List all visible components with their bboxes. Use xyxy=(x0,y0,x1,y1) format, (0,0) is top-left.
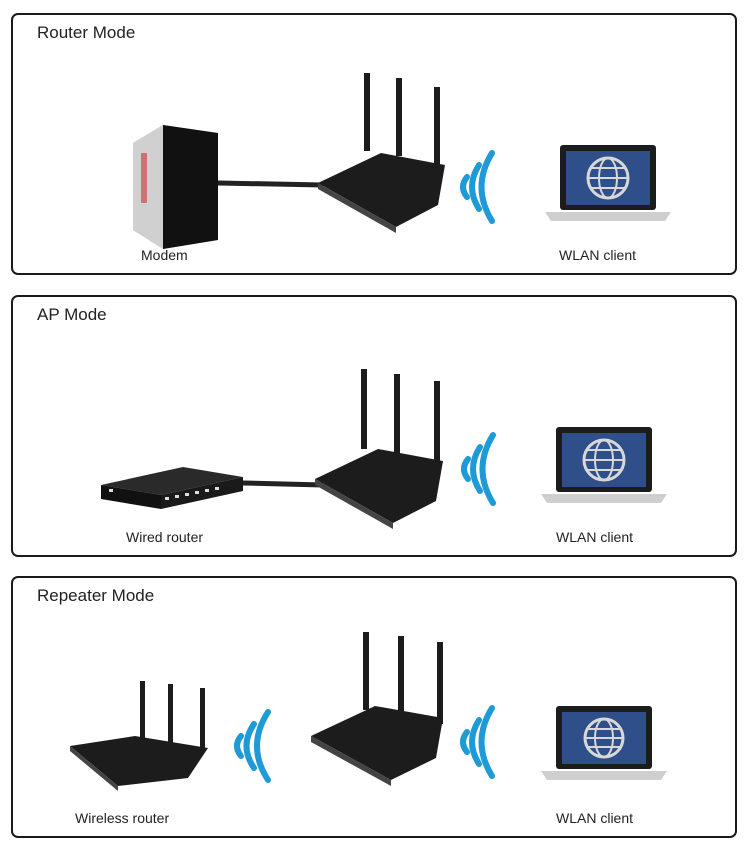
ap-mode-diagram xyxy=(101,369,667,529)
wifi-signal-icon xyxy=(460,705,495,779)
router-icon xyxy=(315,369,443,529)
repeater-mode-diagram xyxy=(70,632,667,791)
router-icon xyxy=(318,73,445,233)
wireless-router-label: Wireless router xyxy=(75,810,170,826)
router-mode-panel: Router Mode xyxy=(11,13,737,275)
panel-title: AP Mode xyxy=(37,305,107,324)
wlan-client-label: WLAN client xyxy=(556,529,634,545)
panel-title: Router Mode xyxy=(37,23,136,42)
router-icon xyxy=(311,632,443,786)
wlan-client-label: WLAN client xyxy=(559,247,637,263)
laptop-icon xyxy=(541,706,667,780)
wireless-router-icon xyxy=(70,681,208,791)
wired-router-label: Wired router xyxy=(126,529,204,545)
repeater-mode-panel: Repeater Mode xyxy=(11,576,737,838)
ethernet-cable xyxy=(217,180,324,188)
wlan-client-label: WLAN client xyxy=(556,810,634,826)
wifi-signal-icon xyxy=(234,709,271,783)
wifi-signal-icon xyxy=(461,432,496,506)
wired-router-icon xyxy=(101,467,243,509)
panel-title: Repeater Mode xyxy=(37,586,155,605)
wifi-signal-icon xyxy=(460,150,495,224)
laptop-icon xyxy=(545,145,671,221)
ethernet-cable xyxy=(242,480,324,488)
laptop-icon xyxy=(541,427,667,503)
modem-icon xyxy=(133,125,218,249)
modem-label: Modem xyxy=(141,247,188,263)
ap-mode-panel: AP Mode xyxy=(11,295,737,557)
router-mode-diagram xyxy=(133,73,671,249)
